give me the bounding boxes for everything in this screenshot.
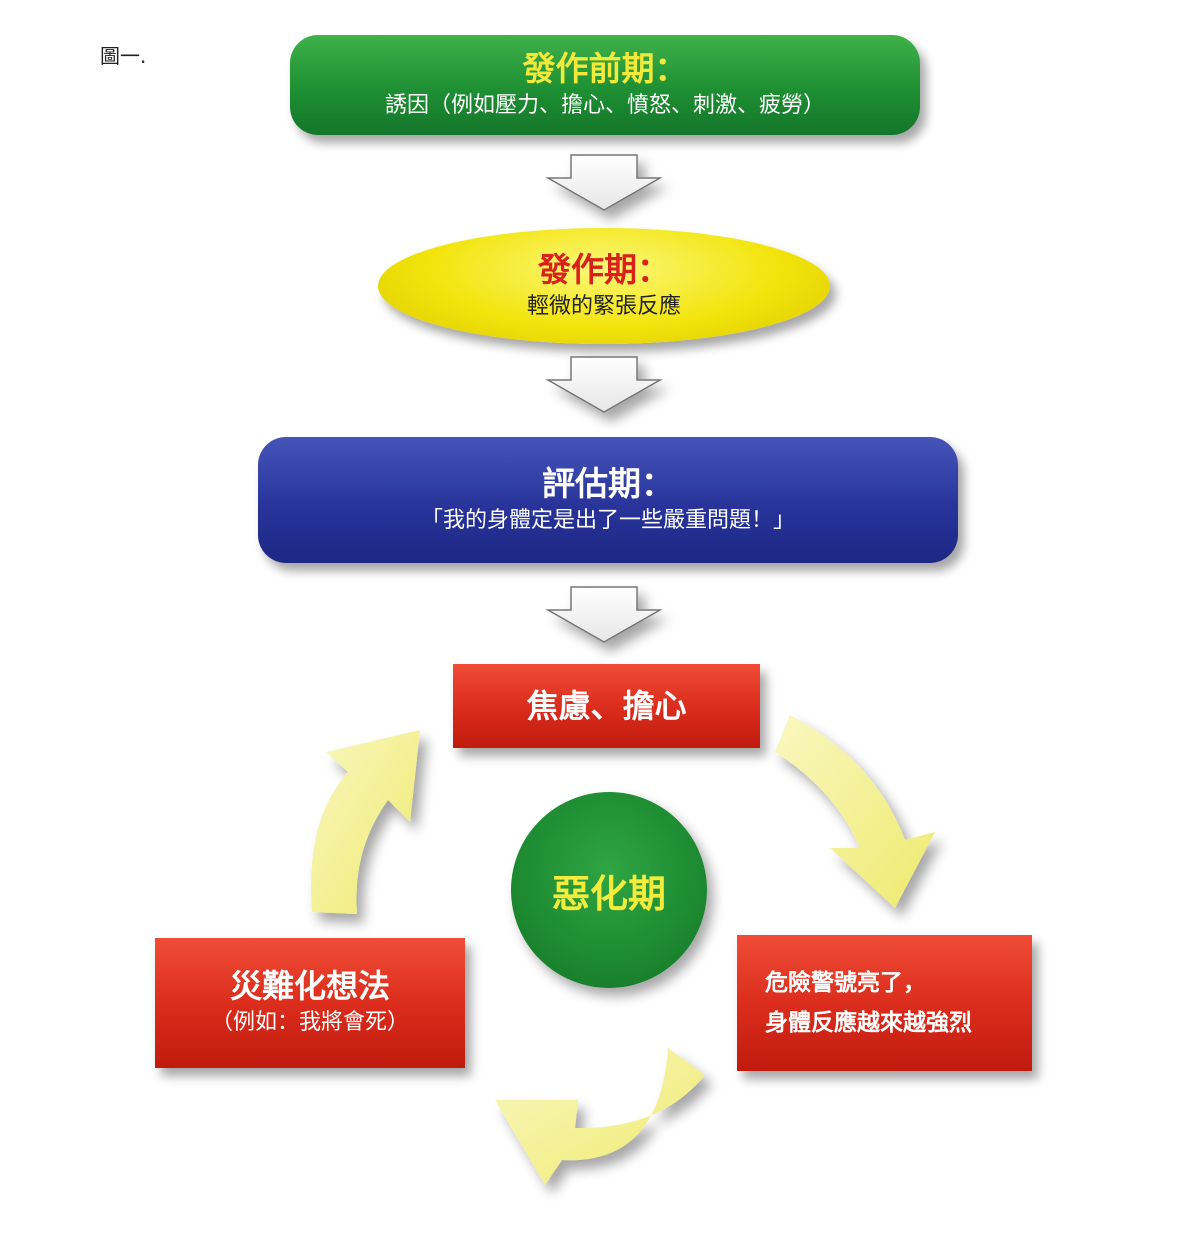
down-arrow-icon	[545, 356, 663, 413]
cycle-catastrophe-example: （例如：我將會死）	[210, 1010, 409, 1036]
cycle-alarm-line-2: 身體反應越來越強烈	[765, 1010, 972, 1036]
cycle-alarm-line-1: 危險警號亮了，	[765, 969, 926, 996]
cycle-anxiety-label: 焦慮、擔心	[526, 686, 687, 725]
stage-onset-description: 輕微的緊張反應	[526, 293, 681, 319]
curved-arrow-icon	[775, 715, 935, 908]
stage-onset: 發作期： 輕微的緊張反應	[378, 228, 830, 344]
curved-arrow-icon	[495, 1048, 705, 1185]
stage-onset-title: 發作期：	[538, 249, 670, 289]
stage-pre-onset-description: 誘因（例如壓力、擔心、憤怒、刺激、疲勞）	[384, 92, 825, 118]
stage-assessment: 評估期： 「我的身體定是出了一些嚴重問題！」	[258, 437, 958, 563]
cycle-center-label: 惡化期	[551, 871, 666, 916]
down-arrow-icon	[545, 586, 663, 643]
stage-assessment-title: 評估期：	[542, 463, 674, 503]
down-arrow-icon	[545, 154, 663, 211]
cycle-alarm-box: 危險警號亮了， 身體反應越來越強烈	[737, 935, 1032, 1071]
stage-pre-onset-title: 發作前期：	[522, 48, 688, 88]
cycle-anxiety-box: 焦慮、擔心	[453, 664, 760, 748]
cycle-catastrophe-box: 災難化想法 （例如：我將會死）	[155, 938, 465, 1068]
stage-assessment-description: 「我的身體定是出了一些嚴重問題！」	[420, 507, 795, 533]
figure-label: 圖一.	[100, 44, 147, 68]
cycle-center-circle: 惡化期	[511, 792, 707, 988]
curved-arrow-icon	[311, 730, 420, 914]
stage-pre-onset: 發作前期： 誘因（例如壓力、擔心、憤怒、刺激、疲勞）	[290, 35, 920, 135]
cycle-catastrophe-title: 災難化想法	[229, 967, 390, 1006]
